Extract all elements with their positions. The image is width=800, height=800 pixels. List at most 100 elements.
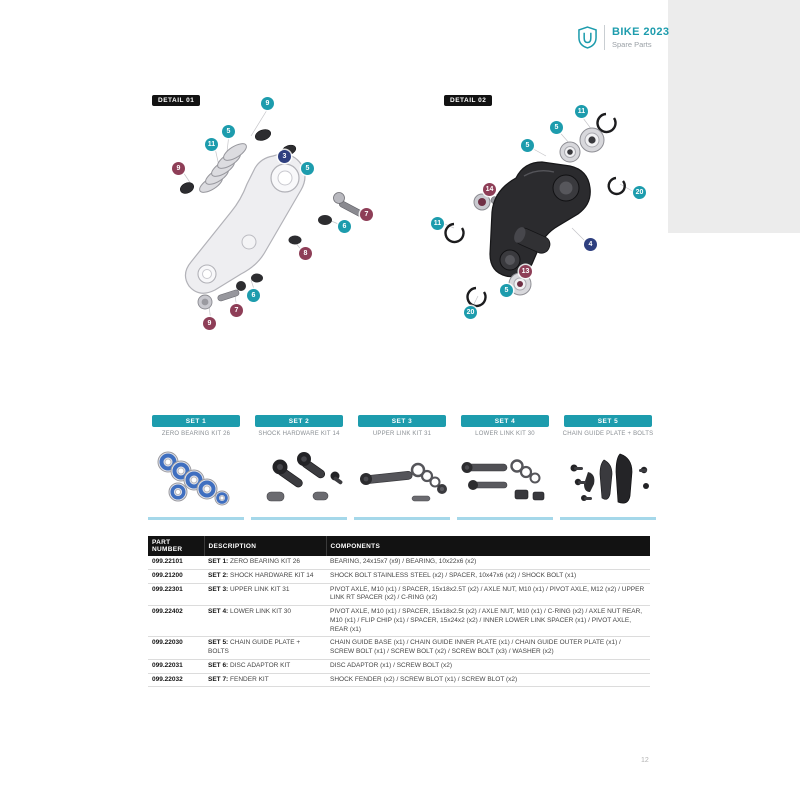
table-row: 099.22301 SET 3: UPPER LINK KIT 31 PIVOT…	[148, 583, 650, 607]
col-components: COMPONENTS	[325, 536, 650, 556]
description: SET 7: FENDER KIT	[204, 673, 326, 688]
description: SET 4: LOWER LINK KIT 30	[204, 605, 326, 638]
callout-3: 3	[278, 150, 291, 163]
set3-underline	[354, 517, 450, 520]
parts-table: PART NUMBER DESCRIPTION COMPONENTS 099.2…	[148, 536, 650, 688]
description: SET 5: CHAIN GUIDE PLATE + BOLTS	[204, 636, 326, 660]
set-column-2: SET 2 SHOCK HARDWARE KIT 14	[251, 415, 347, 520]
lower-link-body	[489, 161, 591, 278]
set2-underline	[251, 517, 347, 520]
brand-shield-icon	[578, 26, 597, 49]
table-row: 099.22032 SET 7: FENDER KIT SHOCK FENDER…	[148, 673, 650, 688]
callout-9: 9	[172, 162, 185, 175]
callout-8: 8	[299, 247, 312, 260]
description: SET 2: SHOCK HARDWARE KIT 14	[204, 569, 326, 584]
components: SHOCK BOLT STAINLESS STEEL (x2) / SPACER…	[326, 569, 650, 584]
brand-subtitle: Spare Parts	[612, 40, 652, 49]
kit-name: LOWER LINK KIT 30	[230, 608, 291, 616]
set5-chain-guide-image	[560, 442, 656, 516]
chain-guide-icon	[570, 453, 649, 504]
set-column-5: SET 5 CHAIN GUIDE PLATE + BOLTS	[560, 415, 656, 520]
col-part-number: PART NUMBER	[148, 536, 204, 556]
bearing-bottom	[508, 272, 532, 296]
set4-lower-link-kit-image	[457, 442, 553, 516]
kit-name: FENDER KIT	[230, 675, 269, 683]
callout-5: 5	[222, 125, 235, 138]
bearing-kit-icon	[157, 451, 230, 506]
set3-upper-link-kit-image	[354, 442, 450, 516]
lower-link-kit-icon	[461, 459, 545, 501]
part-number: 099.22301	[148, 583, 204, 607]
set1-name: ZERO BEARING KIT 26	[161, 431, 231, 437]
set-column-1: SET 1 ZERO BEARING KIT 26	[148, 415, 244, 520]
header-text: BIKE 2023 Spare Parts	[612, 26, 669, 49]
set-label: SET 6:	[208, 661, 229, 669]
components: CHAIN GUIDE BASE (x1) / CHAIN GUIDE INNE…	[326, 636, 650, 660]
header-divider	[604, 25, 605, 50]
detail-02-label: DETAIL 02	[444, 95, 493, 106]
part-number: 099.22402	[148, 605, 204, 638]
page-header: BIKE 2023 Spare Parts	[578, 25, 669, 50]
brand-title: BIKE 2023	[612, 26, 670, 38]
part-number: 099.22101	[148, 556, 204, 570]
set-label: SET 3:	[208, 585, 229, 593]
set2-shock-hardware-image	[251, 442, 347, 516]
upper-link-exploded-diagram	[180, 109, 364, 323]
set2-name: SHOCK HARDWARE KIT 14	[258, 431, 340, 437]
set2-tag: SET 2	[255, 415, 343, 427]
set1-tag: SET 1	[152, 415, 240, 427]
callout-5: 5	[521, 139, 534, 152]
callout-13: 13	[519, 265, 532, 278]
coil-spring	[199, 143, 247, 193]
callout-11: 11	[575, 105, 588, 118]
components: PIVOT AXLE, M10 (x1) / SPACER, 15x18x2.5…	[326, 583, 650, 607]
callout-5: 5	[301, 162, 314, 175]
kit-name: UPPER LINK KIT 31	[230, 585, 290, 593]
lower-link-exploded-diagram	[439, 112, 635, 309]
description: SET 1: ZERO BEARING KIT 26	[204, 556, 326, 570]
description: SET 3: UPPER LINK KIT 31	[204, 583, 326, 607]
set-label: SET 5:	[208, 639, 229, 647]
set1-bearing-kit-image	[148, 442, 244, 516]
callout-11: 11	[431, 217, 444, 230]
set5-tag: SET 5	[564, 415, 652, 427]
callout-5: 5	[500, 284, 513, 297]
callout-7: 7	[360, 208, 373, 221]
components: PIVOT AXLE, M10 (x1) / SPACER, 15x18x2.5…	[326, 605, 650, 638]
part-number: 099.22030	[148, 636, 204, 660]
callout-5: 5	[550, 121, 563, 134]
detail-01-section: DETAIL 01	[145, 92, 395, 342]
kit-name: SHOCK HARDWARE KIT 14	[230, 571, 314, 579]
set5-name: CHAIN GUIDE PLATE + BOLTS	[562, 431, 654, 437]
set4-underline	[457, 517, 553, 520]
description: SET 6: DISC ADAPTOR KIT	[204, 659, 326, 674]
col-description: DESCRIPTION	[203, 536, 326, 556]
bearings-top	[559, 127, 605, 163]
pivot-bolt-right	[288, 192, 364, 245]
callout-6: 6	[247, 289, 260, 302]
kit-name: CHAIN GUIDE PLATE + BOLTS	[208, 639, 301, 656]
table-row: 099.22402 SET 4: LOWER LINK KIT 30 PIVOT…	[148, 605, 650, 638]
upper-link-body	[184, 153, 306, 294]
set3-name: UPPER LINK KIT 31	[372, 431, 432, 437]
set-column-4: SET 4 LOWER LINK KIT 30	[457, 415, 553, 520]
table-header-row: PART NUMBER DESCRIPTION COMPONENTS	[148, 536, 650, 556]
callout-4: 4	[584, 238, 597, 251]
callout-7: 7	[230, 304, 243, 317]
background-gray-panel	[668, 0, 800, 233]
c-rings	[444, 112, 626, 308]
callout-14: 14	[483, 183, 496, 196]
set4-tag: SET 4	[461, 415, 549, 427]
pivot-sleeve	[514, 227, 551, 254]
set-label: SET 1:	[208, 558, 229, 565]
set-label: SET 7:	[208, 675, 229, 683]
page-number: 12	[641, 757, 649, 764]
table-row: 099.21200 SET 2: SHOCK HARDWARE KIT 14 S…	[148, 569, 650, 584]
set-label: SET 2:	[208, 571, 229, 579]
part-number: 099.22031	[148, 659, 204, 674]
callout-20: 20	[633, 186, 646, 199]
kit-name: DISC ADAPTOR KIT	[230, 661, 291, 669]
set4-name: LOWER LINK KIT 30	[475, 431, 535, 437]
detail-01-label: DETAIL 01	[152, 95, 201, 106]
